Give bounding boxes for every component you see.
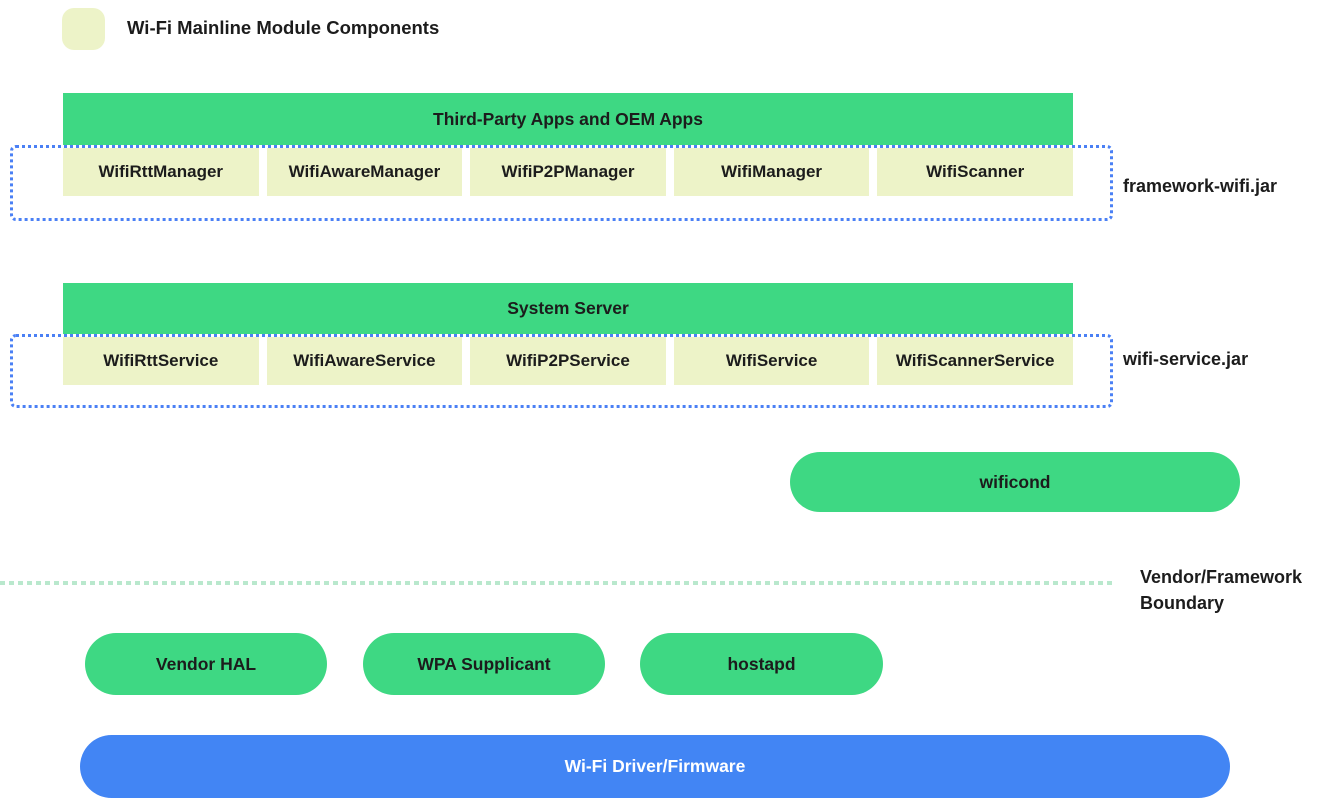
system-server-header: System Server [63, 283, 1073, 334]
wifi-service-component-row: WifiRttService WifiAwareService WifiP2PS… [63, 337, 1073, 385]
component-box-wifirttservice: WifiRttService [63, 337, 259, 385]
hostapd-pill: hostapd [640, 633, 883, 695]
vendor-hal-pill: Vendor HAL [85, 633, 327, 695]
wificond-pill: wificond [790, 452, 1240, 512]
vendor-framework-boundary-label: Vendor/Framework Boundary [1140, 567, 1303, 613]
legend-module-swatch [62, 8, 105, 50]
third-party-apps-header: Third-Party Apps and OEM Apps [63, 93, 1073, 145]
component-box-wifip2pservice: WifiP2PService [470, 337, 666, 385]
component-box-wifiawareservice: WifiAwareService [266, 337, 463, 385]
component-box-wifiscanner: WifiScanner [877, 148, 1073, 196]
component-box-wifiscannerservice: WifiScannerService [877, 337, 1073, 385]
component-box-wifiawaremanager: WifiAwareManager [266, 148, 463, 196]
wifi-driver-firmware-bar: Wi-Fi Driver/Firmware [80, 735, 1230, 798]
framework-wifi-component-row: WifiRttManager WifiAwareManager WifiP2PM… [63, 148, 1073, 196]
wifi-service-jar-label: wifi-service.jar [1123, 349, 1249, 369]
legend-label: Wi-Fi Mainline Module Components [127, 17, 440, 38]
component-box-wifiservice: WifiService [673, 337, 870, 385]
vendor-framework-boundary-line [0, 581, 1115, 585]
framework-wifi-jar-label: framework-wifi.jar [1123, 176, 1278, 196]
system-server-header-label: System Server [507, 298, 629, 318]
component-box-wifirttmanager: WifiRttManager [63, 148, 259, 196]
component-box-wifip2pmanager: WifiP2PManager [470, 148, 666, 196]
component-box-wifimanager: WifiManager [673, 148, 870, 196]
third-party-apps-header-label: Third-Party Apps and OEM Apps [433, 108, 703, 129]
wpa-supplicant-pill: WPA Supplicant [363, 633, 605, 695]
